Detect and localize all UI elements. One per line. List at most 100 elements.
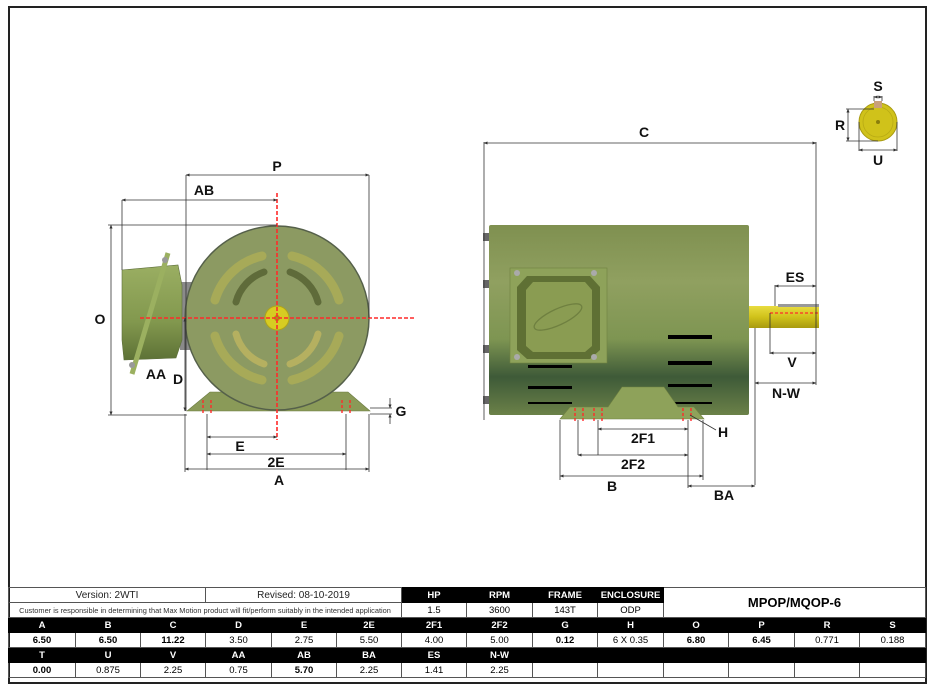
side-view: C ES V N-W H 2F1 2F2 B BA bbox=[483, 124, 819, 503]
disclaimer-text: Customer is responsible in determining t… bbox=[7, 602, 403, 618]
motor-foot-icon bbox=[559, 386, 705, 420]
dim-header: O bbox=[663, 617, 730, 633]
dim-value: 6.50 bbox=[8, 632, 76, 648]
dim-header: 2E bbox=[336, 617, 403, 633]
label-V: V bbox=[787, 354, 797, 370]
dim-header: R bbox=[794, 617, 861, 633]
dim-value: 2.25 bbox=[139, 662, 207, 678]
dim-header: V bbox=[139, 647, 207, 663]
dim-value: 3.50 bbox=[205, 632, 273, 648]
label-D: D bbox=[173, 371, 183, 387]
rpm-header: RPM bbox=[466, 587, 534, 603]
dim-value-empty bbox=[663, 662, 730, 678]
enclosure-value: ODP bbox=[597, 602, 665, 618]
dim-header-empty bbox=[663, 647, 730, 663]
label-O: O bbox=[95, 311, 106, 327]
dim-header-empty bbox=[794, 647, 861, 663]
dim-header: 2F2 bbox=[466, 617, 534, 633]
version-cell: Version: 2WTI bbox=[7, 587, 207, 603]
rpm-value: 3600 bbox=[466, 602, 534, 618]
label-AB: AB bbox=[194, 182, 214, 198]
title-row: Version: 2WTI Revised: 08-10-2019 HP RPM… bbox=[7, 587, 927, 618]
dim-header: P bbox=[728, 617, 796, 633]
dim-header: N-W bbox=[466, 647, 534, 663]
label-2F1: 2F1 bbox=[631, 430, 655, 446]
model-number: MPOP/MQOP-6 bbox=[663, 587, 927, 618]
dim-value: 6 X 0.35 bbox=[597, 632, 665, 648]
dim-value: 6.50 bbox=[75, 632, 141, 648]
dim-value-empty bbox=[794, 662, 861, 678]
dim-header: A bbox=[8, 617, 76, 633]
label-BA: BA bbox=[714, 487, 734, 503]
label-C: C bbox=[639, 124, 649, 140]
drawing-area: P AB O AA D G E 2E A bbox=[95, 78, 898, 503]
dim-value: 1.41 bbox=[401, 662, 468, 678]
dim-value-empty bbox=[532, 662, 599, 678]
dim-header: U bbox=[75, 647, 141, 663]
dim-header-row-2: T U V AA AB BA ES N-W bbox=[8, 647, 927, 663]
dim-value: 2.25 bbox=[336, 662, 403, 678]
label-A: A bbox=[274, 472, 284, 488]
label-S: S bbox=[873, 78, 882, 94]
label-AA: AA bbox=[146, 366, 166, 382]
dim-value: 0.12 bbox=[532, 632, 599, 648]
dim-header: D bbox=[205, 617, 273, 633]
dim-header-empty bbox=[597, 647, 665, 663]
label-B: B bbox=[607, 478, 617, 494]
frame-value: 143T bbox=[532, 602, 599, 618]
dim-value: 5.00 bbox=[466, 632, 534, 648]
dim-value-empty bbox=[597, 662, 665, 678]
dim-header: AA bbox=[205, 647, 273, 663]
dim-header: G bbox=[532, 617, 599, 633]
shaft-end-view: S R U bbox=[835, 78, 898, 168]
dim-value: 0.188 bbox=[859, 632, 927, 648]
dim-header-row-1: A B C D E 2E 2F1 2F2 G H O P R S bbox=[8, 617, 927, 633]
shaft-icon bbox=[749, 304, 819, 328]
dim-header: AB bbox=[271, 647, 338, 663]
dim-value: 0.00 bbox=[8, 662, 76, 678]
dim-header: ES bbox=[401, 647, 468, 663]
label-2F2: 2F2 bbox=[621, 456, 645, 472]
dim-header-empty bbox=[859, 647, 927, 663]
dim-value: 0.75 bbox=[205, 662, 273, 678]
dim-header: B bbox=[75, 617, 141, 633]
hp-header: HP bbox=[401, 587, 468, 603]
frame-header: FRAME bbox=[532, 587, 599, 603]
dim-value: 2.25 bbox=[466, 662, 534, 678]
conduit-box-icon bbox=[121, 252, 194, 375]
label-E: E bbox=[235, 438, 244, 454]
front-view: P AB O AA D G E 2E A bbox=[95, 158, 414, 488]
dim-value: 0.771 bbox=[794, 632, 861, 648]
label-ES: ES bbox=[786, 269, 805, 285]
hp-value: 1.5 bbox=[401, 602, 468, 618]
dim-header: 2F1 bbox=[401, 617, 468, 633]
label-G: G bbox=[396, 403, 407, 419]
dim-value: 2.75 bbox=[271, 632, 338, 648]
dim-header: C bbox=[139, 617, 207, 633]
revised-cell: Revised: 08-10-2019 bbox=[205, 587, 403, 603]
dim-value-row-2: 0.00 0.875 2.25 0.75 5.70 2.25 1.41 2.25 bbox=[8, 662, 927, 678]
dim-value-row-1: 6.50 6.50 11.22 3.50 2.75 5.50 4.00 5.00… bbox=[8, 632, 927, 648]
conduit-plate-icon bbox=[509, 267, 608, 364]
dim-header-empty bbox=[532, 647, 599, 663]
dim-header: T bbox=[8, 647, 76, 663]
dim-value: 6.45 bbox=[728, 632, 796, 648]
dim-value: 5.50 bbox=[336, 632, 403, 648]
drawing-sheet-border bbox=[8, 6, 927, 684]
dim-value: 11.22 bbox=[139, 632, 207, 648]
motor-end-bell-icon bbox=[184, 225, 370, 411]
dim-header: BA bbox=[336, 647, 403, 663]
label-P: P bbox=[272, 158, 281, 174]
spec-table: Version: 2WTI Revised: 08-10-2019 HP RPM… bbox=[7, 587, 927, 678]
disclaimer-row: Customer is responsible in determining t… bbox=[7, 602, 926, 618]
dim-value: 4.00 bbox=[401, 632, 468, 648]
enclosure-header: ENCLOSURE bbox=[597, 587, 665, 603]
dim-value: 5.70 bbox=[271, 662, 338, 678]
label-H: H bbox=[718, 424, 728, 440]
dim-value: 6.80 bbox=[663, 632, 730, 648]
dim-value-empty bbox=[859, 662, 927, 678]
label-U: U bbox=[873, 152, 883, 168]
dim-header-empty bbox=[728, 647, 796, 663]
dim-header: S bbox=[859, 617, 927, 633]
dim-value: 0.875 bbox=[75, 662, 141, 678]
